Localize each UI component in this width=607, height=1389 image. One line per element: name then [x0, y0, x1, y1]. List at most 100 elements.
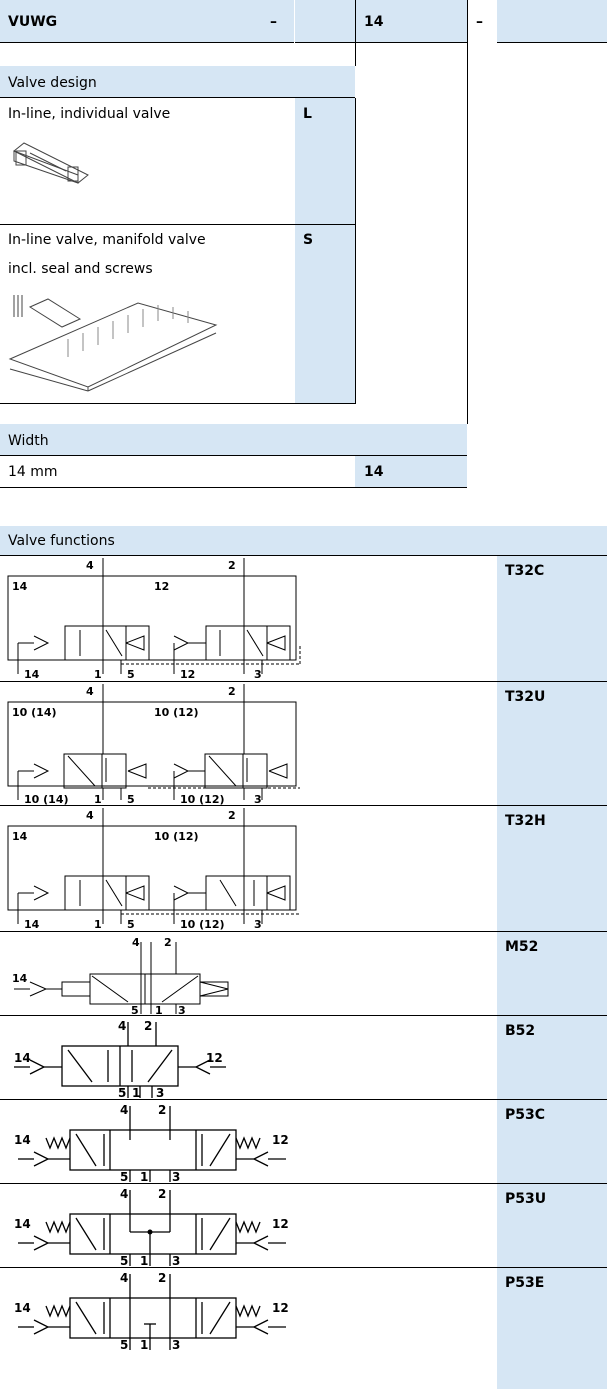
port-label: 14	[14, 1301, 31, 1315]
symbol-P53C: 4 2 14 12 5 1 3	[14, 1103, 289, 1183]
port-label: 5	[120, 1338, 128, 1352]
header-code-cell	[0, 0, 294, 42]
port-label: 4	[118, 1019, 126, 1033]
port-label: 4	[132, 936, 140, 949]
port-label: 10 (14)	[24, 793, 69, 805]
port-label: 1	[140, 1338, 148, 1352]
option-label-S: In-line valve, manifold valve	[8, 232, 206, 248]
symbol-B52: 4 2 14 12 5 1 3	[14, 1019, 226, 1099]
port-label: 10 (12)	[180, 918, 225, 931]
port-label: 2	[158, 1271, 166, 1285]
port-label: 12	[154, 580, 169, 593]
port-label: 2	[228, 685, 236, 698]
port-label: 1	[94, 793, 102, 805]
port-label: 5	[131, 1004, 139, 1015]
function-code-B52: B52	[505, 1023, 536, 1039]
symbol-P53U: 4 2 14 12 5 1 3	[14, 1187, 289, 1267]
port-label: 5	[127, 793, 135, 805]
symbol-T32U: 4 2 10 (14) 10 (12) 10 (14) 1 5 10 (12) …	[7, 684, 300, 805]
port-label: 4	[86, 559, 94, 572]
port-label: 4	[120, 1103, 128, 1117]
port-label: 14	[12, 972, 28, 985]
port-label: 3	[172, 1170, 180, 1183]
symbol-M52: 4 2 14 5 1 3	[12, 936, 229, 1015]
port-label: 1	[155, 1004, 163, 1015]
port-label: 1	[140, 1254, 148, 1267]
port-label: 14	[14, 1051, 31, 1065]
port-label: 2	[228, 809, 236, 822]
valve-design-title: Valve design	[8, 75, 97, 91]
valve-functions-code-column	[497, 556, 607, 1389]
header-dash-2: –	[476, 14, 483, 30]
header-width-cell	[355, 0, 467, 42]
port-label: 1	[94, 918, 102, 931]
manifold-valve-image	[8, 295, 218, 392]
port-label: 14	[14, 1133, 31, 1147]
width-label: 14 mm	[8, 464, 58, 480]
symbol-T32H: 4 2 14 10 (12) 14 1 5 10 (12) 3	[7, 808, 300, 931]
function-code-P53U: P53U	[505, 1191, 547, 1207]
valve-design-code-column	[295, 98, 355, 404]
symbol-P53E: 4 2 14 12 5 1 3	[14, 1271, 289, 1352]
option-code-S: S	[303, 232, 314, 248]
function-code-P53E: P53E	[505, 1275, 545, 1291]
function-code-M52: M52	[505, 939, 539, 955]
function-code-T32C: T32C	[505, 563, 545, 579]
header-width-code: 14	[364, 14, 384, 30]
valve-functions-header	[0, 526, 607, 555]
port-label: 2	[164, 936, 172, 949]
port-label: 5	[127, 918, 135, 931]
symbol-T32C: 4 2 14 12 14 1 5 12 3	[7, 558, 301, 681]
port-label: 1	[140, 1170, 148, 1183]
port-label: 10 (14)	[12, 706, 57, 719]
port-label: 4	[86, 685, 94, 698]
individual-valve-image	[13, 142, 89, 184]
port-label: 2	[158, 1103, 166, 1117]
port-label: 4	[120, 1187, 128, 1201]
port-label: 12	[180, 668, 195, 681]
header-tail-cell	[497, 0, 607, 42]
port-label: 5	[120, 1170, 128, 1183]
port-label: 2	[158, 1187, 166, 1201]
port-label: 3	[254, 668, 262, 681]
port-label: 12	[272, 1217, 289, 1231]
port-label: 3	[172, 1254, 180, 1267]
port-label: 14	[12, 580, 28, 593]
port-label: 1	[94, 668, 102, 681]
port-label: 10 (12)	[154, 706, 199, 719]
width-code: 14	[364, 464, 384, 480]
port-label: 5	[120, 1254, 128, 1267]
width-title: Width	[8, 433, 49, 449]
function-code-T32U: T32U	[505, 689, 546, 705]
port-label: 12	[206, 1051, 223, 1065]
valve-functions-title: Valve functions	[8, 533, 115, 549]
port-label: 3	[172, 1338, 180, 1352]
option-label-L: In-line, individual valve	[8, 106, 171, 122]
port-label: 14	[12, 830, 28, 843]
width-code-cell	[355, 456, 467, 487]
port-label: 14	[14, 1217, 31, 1231]
header-dash-1: –	[270, 14, 277, 30]
valve-design-header	[0, 66, 355, 97]
function-code-T32H: T32H	[505, 813, 546, 829]
option-label-S-line2: incl. seal and screws	[8, 261, 153, 277]
width-header	[0, 424, 467, 455]
port-label: 5	[118, 1086, 126, 1099]
port-label: 14	[24, 668, 40, 681]
port-label: 2	[144, 1019, 152, 1033]
port-label: 3	[254, 793, 262, 805]
port-label: 1	[132, 1086, 140, 1099]
port-label: 2	[228, 559, 236, 572]
product-code: VUWG	[8, 14, 58, 30]
header-blank-cell	[295, 0, 355, 42]
port-label: 12	[272, 1133, 289, 1147]
port-label: 5	[127, 668, 135, 681]
port-label: 3	[156, 1086, 164, 1099]
port-label: 4	[120, 1271, 128, 1285]
port-label: 10 (12)	[154, 830, 199, 843]
port-label: 3	[254, 918, 262, 931]
port-label: 12	[272, 1301, 289, 1315]
port-label: 14	[24, 918, 40, 931]
function-code-P53C: P53C	[505, 1107, 546, 1123]
port-label: 10 (12)	[180, 793, 225, 805]
